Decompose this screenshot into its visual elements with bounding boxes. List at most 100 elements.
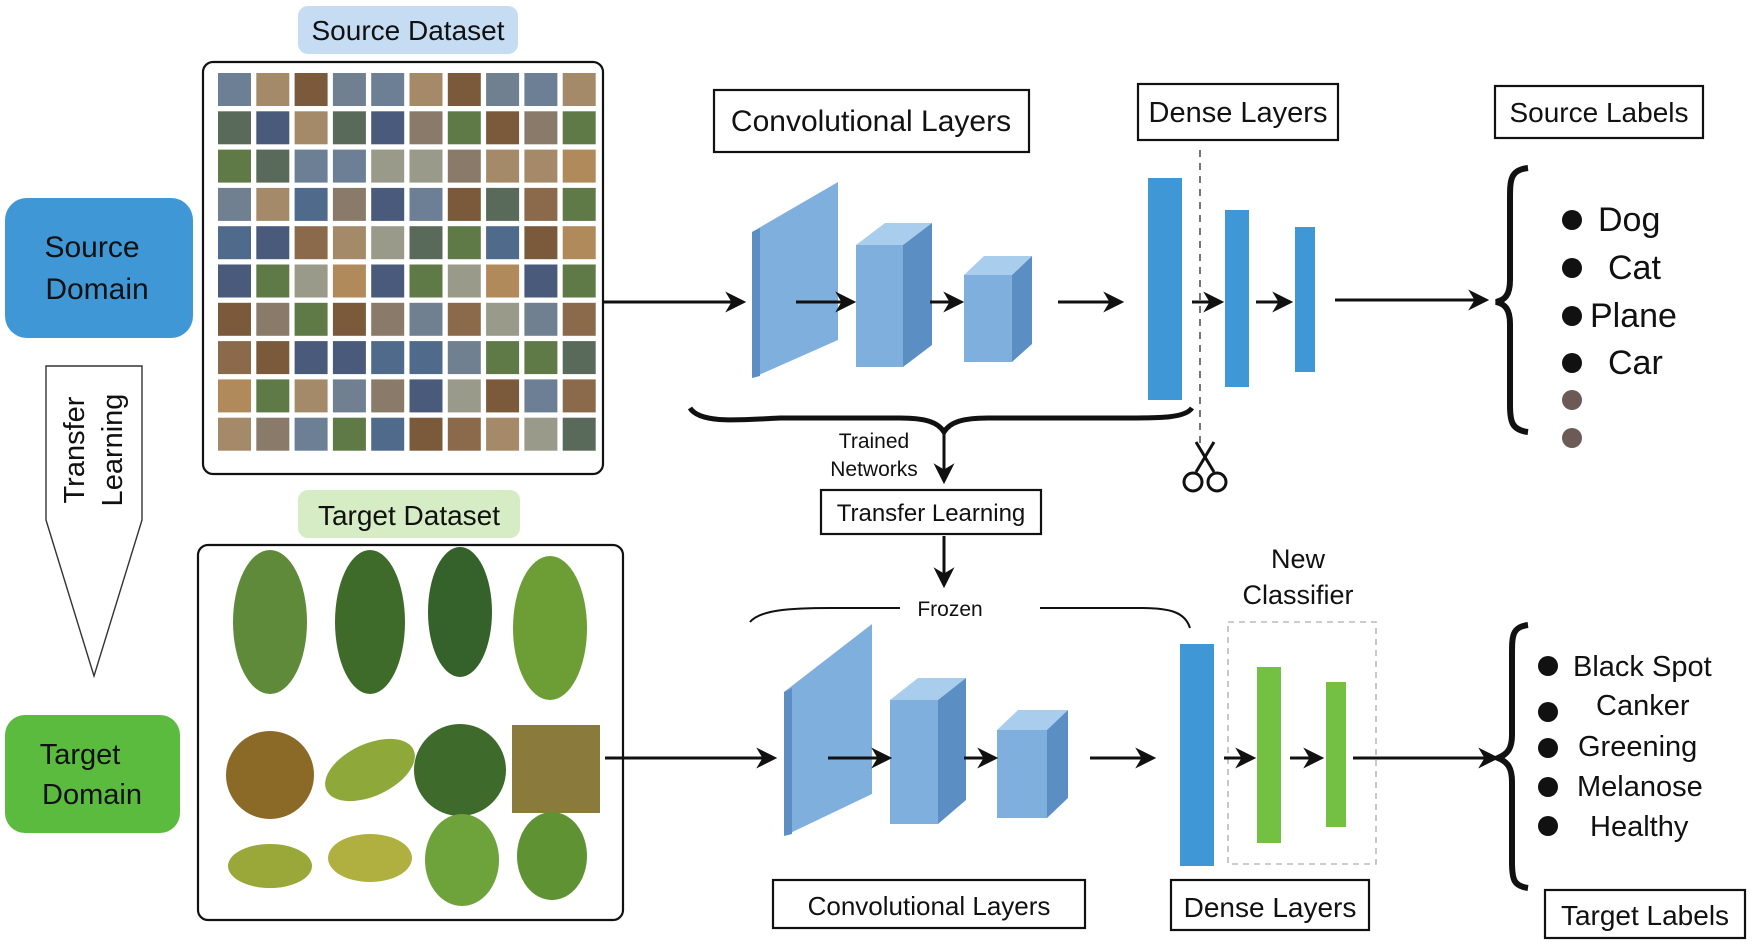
source-thumbnail <box>218 417 251 451</box>
bullet-faded <box>1562 390 1582 410</box>
trained-networks-line1: Trained <box>839 430 909 453</box>
source-thumbnail <box>524 111 558 145</box>
source-thumbnail <box>371 187 405 221</box>
source-thumbnail <box>562 111 596 145</box>
source-thumbnail <box>332 111 366 145</box>
source-thumbnail <box>524 73 558 106</box>
source-thumbnail <box>371 149 405 183</box>
source-thumbnail <box>409 226 443 260</box>
source-thumbnail <box>371 111 405 145</box>
source-thumbnail <box>218 149 251 183</box>
leaf-image <box>414 724 506 816</box>
transfer-side-line2: Learning <box>97 394 129 507</box>
source-thumbnail <box>486 111 520 145</box>
target-domain-box <box>5 715 180 833</box>
source-thumbnail <box>332 302 366 336</box>
dense-layers-top-label: Dense Layers <box>1149 97 1328 129</box>
dense-bottom-1 <box>1180 644 1214 866</box>
source-thumbnail <box>332 264 366 298</box>
source-thumbnail <box>524 302 558 336</box>
target-labels-title: Target Labels <box>1561 900 1729 931</box>
source-thumbnail <box>447 187 481 221</box>
target-domain-line2: Domain <box>42 779 142 811</box>
source-thumbnail <box>332 187 366 221</box>
target-label-item: Greening <box>1578 731 1697 763</box>
source-thumbnail <box>486 149 520 183</box>
source-thumbnail <box>486 341 520 375</box>
frozen-bracket-left <box>749 607 900 623</box>
source-thumbnail <box>218 111 251 145</box>
source-label-item: Dog <box>1598 201 1660 239</box>
conv-layers-top-label: Convolutional Layers <box>731 105 1011 138</box>
source-thumbnail <box>524 264 558 298</box>
source-thumbnail <box>332 226 366 260</box>
trained-networks-line2: Networks <box>830 458 918 481</box>
source-thumbnail <box>218 187 251 221</box>
source-thumbnail <box>447 379 481 413</box>
source-thumbnail <box>562 149 596 183</box>
source-thumbnail <box>294 226 328 260</box>
source-thumbnail <box>294 302 328 336</box>
source-thumbnail <box>447 149 481 183</box>
target-label-item: Black Spot <box>1573 651 1712 683</box>
source-thumbnail <box>447 73 481 106</box>
leaf-image <box>512 725 600 813</box>
target-labels-brace <box>1489 622 1529 891</box>
source-thumbnail <box>218 379 251 413</box>
source-thumbnail <box>409 417 443 451</box>
source-label-item: Car <box>1608 344 1663 382</box>
target-label-item: Melanose <box>1577 771 1703 803</box>
source-thumbnail <box>409 149 443 183</box>
bullet <box>1538 656 1558 676</box>
leaf-image <box>228 844 312 888</box>
source-thumbnail <box>524 187 558 221</box>
leaf-image <box>226 731 314 819</box>
source-label-item: Plane <box>1590 297 1677 335</box>
source-thumbnail <box>562 417 596 451</box>
bullet <box>1562 353 1582 373</box>
trained-networks-brace <box>687 406 1195 437</box>
source-thumbnail <box>371 264 405 298</box>
source-thumbnail <box>256 302 290 336</box>
target-label-item: Healthy <box>1590 811 1689 843</box>
source-thumbnail <box>294 264 328 298</box>
source-thumbnail <box>332 417 366 451</box>
new-classifier-line1: New <box>1271 544 1326 574</box>
scissors-icon <box>1182 441 1228 493</box>
leaf-image <box>513 556 587 700</box>
source-thumbnail <box>409 264 443 298</box>
conv-layers-bottom-label: Convolutional Layers <box>808 891 1051 921</box>
dense-layers-top-box <box>1136 82 1340 142</box>
source-thumbnail <box>294 111 328 145</box>
conv-layers-top-box <box>712 88 1031 154</box>
source-thumbnail <box>256 149 290 183</box>
target-labels-box <box>1543 888 1747 940</box>
source-thumbnail <box>447 226 481 260</box>
source-thumbnail <box>332 149 366 183</box>
source-domain-box <box>5 198 193 338</box>
source-thumbnail <box>562 341 596 375</box>
transfer-side-line1: Transfer <box>59 396 91 503</box>
dense-layers-bottom-label: Dense Layers <box>1184 892 1357 923</box>
source-thumbnail <box>486 264 520 298</box>
source-thumbnail <box>256 417 290 451</box>
source-thumbnail <box>562 302 596 336</box>
source-thumbnail <box>371 341 405 375</box>
target-dataset-tag <box>298 490 520 538</box>
bullet <box>1562 210 1582 230</box>
bullet <box>1538 816 1558 836</box>
source-labels-title: Source Labels <box>1509 97 1688 128</box>
source-thumbnail <box>409 187 443 221</box>
conv-block-top-2 <box>856 223 932 367</box>
source-thumbnail <box>256 379 290 413</box>
new-classifier-box <box>1227 621 1377 865</box>
conv-block-bottom-1 <box>784 624 872 836</box>
frozen-bracket-right <box>1040 607 1191 629</box>
source-thumbnail <box>218 264 251 298</box>
source-thumbnail <box>294 417 328 451</box>
transfer-learning-label: Transfer Learning <box>837 500 1026 527</box>
source-thumbnail <box>256 226 290 260</box>
source-thumbnail <box>524 149 558 183</box>
source-thumbnail <box>256 341 290 375</box>
new-classifier-line2: Classifier <box>1242 580 1353 610</box>
